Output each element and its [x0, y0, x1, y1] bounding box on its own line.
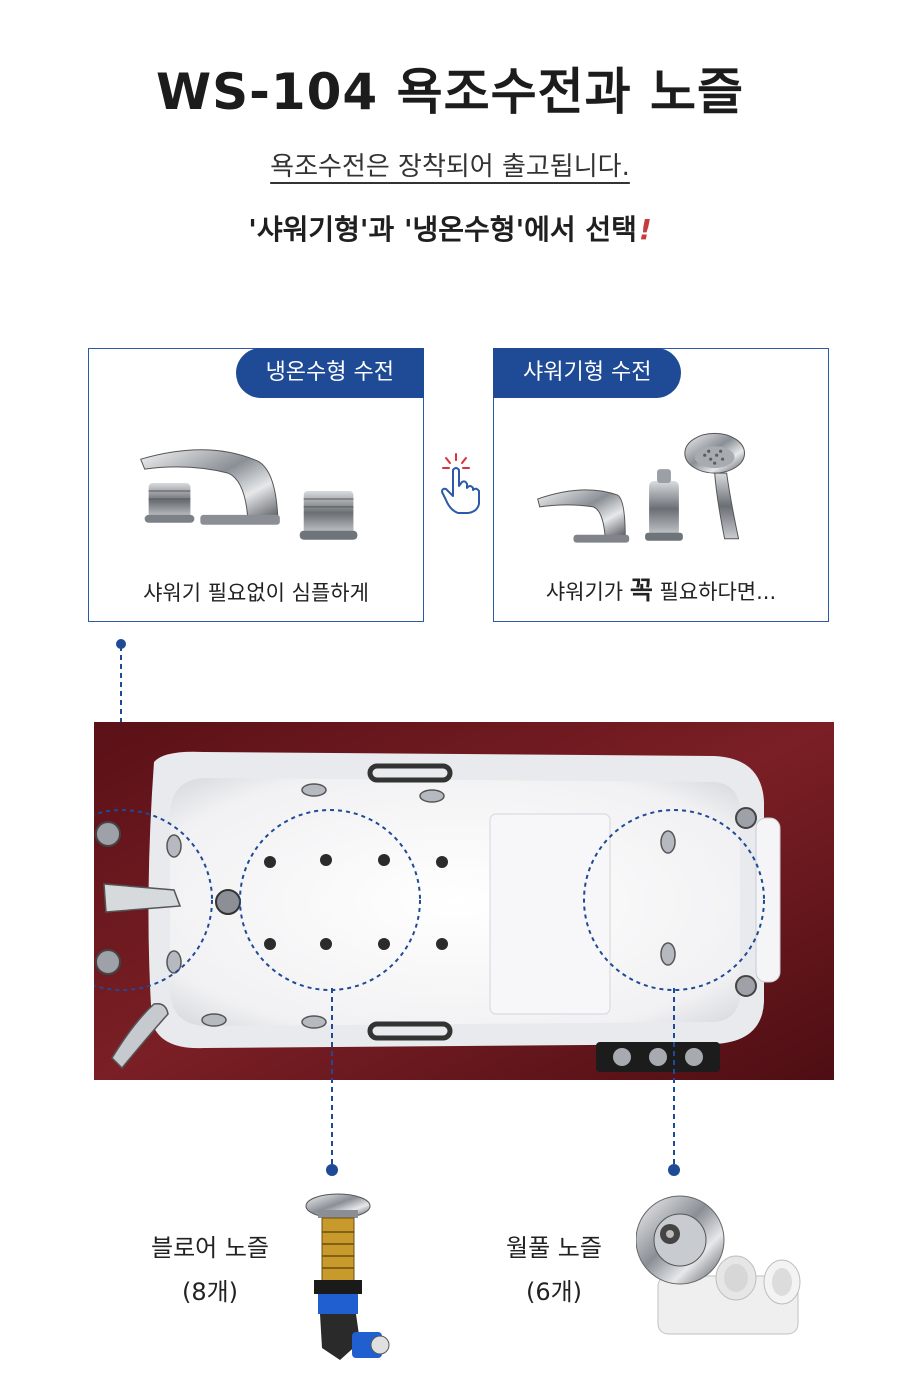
select-text: '샤워기형'과 '냉온수형'에서 선택 [248, 213, 637, 246]
whirlpool-nozzle-name: 월풀 노즐 [506, 1234, 602, 1262]
shower-faucet-image [537, 432, 745, 543]
blower-nozzle-label: 블로어 노즐 (8개) [130, 1226, 290, 1314]
cold-hot-faucet-caption: 샤워기 필요없이 심플하게 [143, 581, 369, 605]
shower-caption-post: 필요하다면... [652, 580, 777, 604]
whirlpool-connector-line [668, 988, 680, 1176]
bathtub-image [94, 722, 834, 1080]
subtitle-text: 욕조수전은 장착되어 출고됩니다. [270, 152, 630, 182]
shower-faucet-pill: 샤워기형 수전 [493, 348, 682, 398]
blower-nozzle-name: 블로어 노즐 [150, 1234, 270, 1262]
whirlpool-nozzle-image [636, 1195, 801, 1335]
shower-faucet-card: 샤워기형 수전 샤워기가 꼭 필요하다면... [493, 348, 829, 622]
whirlpool-nozzle-label: 월풀 노즐 (6개) [484, 1226, 624, 1314]
select-headline: '샤워기형'과 '냉온수형'에서 선택! [0, 208, 900, 248]
whirlpool-nozzle-count: (6개) [525, 1278, 583, 1306]
shower-faucet-caption: 샤워기가 꼭 필요하다면... [494, 571, 828, 607]
page-subtitle: 욕조수전은 장착되어 출고됩니다. [0, 146, 900, 183]
cold-hot-faucet-pill: 냉온수형 수전 [235, 348, 424, 398]
pointer-hand-icon [441, 453, 480, 514]
cold-hot-faucet-card: 냉온수형 수전 샤워기 필요없이 심플하게 [88, 348, 424, 622]
page-title: WS-104 욕조수전과 노즐 [155, 63, 745, 121]
blower-connector-line [326, 988, 338, 1176]
shower-caption-bold: 꼭 [629, 576, 653, 605]
select-exclamation: ! [638, 213, 652, 246]
blower-nozzle-image [305, 1193, 390, 1360]
shower-caption-pre: 샤워기가 [545, 580, 630, 604]
cold-hot-faucet-image [140, 449, 358, 540]
blower-nozzle-count: (8개) [181, 1278, 239, 1306]
